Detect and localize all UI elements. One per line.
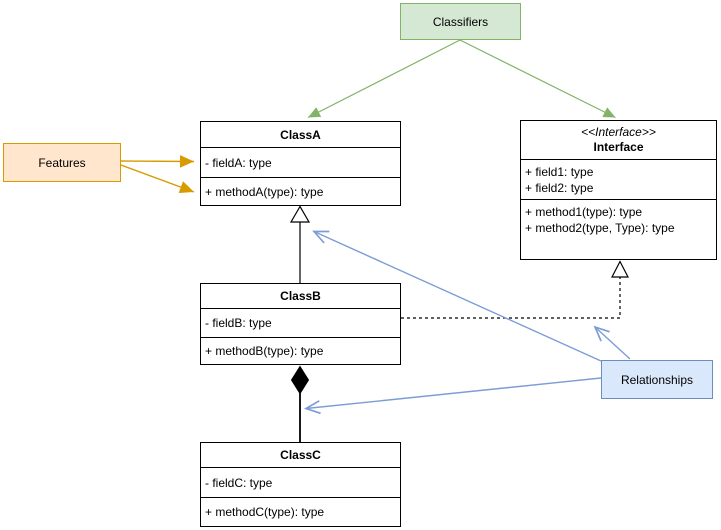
class-c-node[interactable]: ClassC - fieldC: type + methodC(type): t… [200, 442, 401, 527]
interface-title: Interface [593, 140, 644, 154]
interface-method-2: + method2(type, Type): type [525, 221, 675, 235]
classifiers-to-classa-arrow[interactable] [307, 39, 461, 119]
realization-classb-interface-line[interactable] [401, 277, 621, 319]
class-a-field: - fieldA: type [205, 155, 272, 170]
interface-method-1: + method1(type): type [525, 205, 643, 219]
features-callout[interactable]: Features [3, 143, 121, 182]
class-a-methods-compartment: + methodA(type): type [201, 177, 400, 205]
interface-fields-compartment: + field1: type + field2: type [521, 159, 716, 199]
class-b-method: + methodB(type): type [205, 344, 324, 358]
classifiers-callout-label: Classifiers [432, 14, 489, 29]
relationships-callout-label: Relationships [620, 372, 694, 387]
class-b-fields-compartment: - fieldB: type [201, 308, 400, 337]
interface-methods-compartment: + method1(type): type + method2(type, Ty… [521, 199, 716, 259]
class-c-fields-compartment: - fieldC: type [201, 467, 400, 497]
realization-hollow-triangle[interactable] [611, 260, 629, 278]
classifiers-to-interface-arrow[interactable] [459, 39, 616, 119]
class-a-title: ClassA [280, 127, 321, 142]
interface-node[interactable]: <<Interface>> Interface + field1: type +… [520, 120, 717, 260]
relationships-callout[interactable]: Relationships [601, 360, 713, 399]
interface-field-2: + field2: type [525, 180, 594, 195]
class-c-methods-compartment: + methodC(type): type [201, 497, 400, 526]
composition-filled-diamond[interactable] [290, 365, 310, 395]
class-b-methods-compartment: + methodB(type): type [201, 337, 400, 364]
class-a-node[interactable]: ClassA - fieldA: type + methodA(type): t… [200, 121, 401, 206]
class-c-field: - fieldC: type [205, 475, 273, 490]
features-to-methoda-arrow[interactable] [120, 164, 195, 194]
relationships-to-generalization-arrow[interactable] [312, 230, 602, 362]
class-a-fields-compartment: - fieldA: type [201, 147, 400, 177]
class-b-node[interactable]: ClassB - fieldB: type + methodB(type): t… [200, 283, 401, 365]
class-a-method: + methodA(type): type [205, 184, 324, 199]
class-c-method: + methodC(type): type [205, 505, 325, 519]
class-b-field: - fieldB: type [205, 316, 272, 330]
interface-stereotype: <<Interface>> [581, 125, 656, 139]
features-to-fielda-arrow[interactable] [120, 155, 195, 168]
class-c-title: ClassC [280, 448, 321, 462]
class-b-title: ClassB [280, 289, 321, 303]
relationships-to-composition-arrow[interactable] [303, 377, 602, 415]
generalization-hollow-triangle[interactable] [289, 205, 311, 223]
classifiers-callout[interactable]: Classifiers [400, 3, 521, 40]
interface-title-compartment: <<Interface>> Interface [521, 121, 716, 159]
relationships-to-realization-arrow[interactable] [593, 325, 631, 360]
features-callout-label: Features [38, 155, 86, 170]
interface-field-1: + field1: type [525, 164, 594, 179]
